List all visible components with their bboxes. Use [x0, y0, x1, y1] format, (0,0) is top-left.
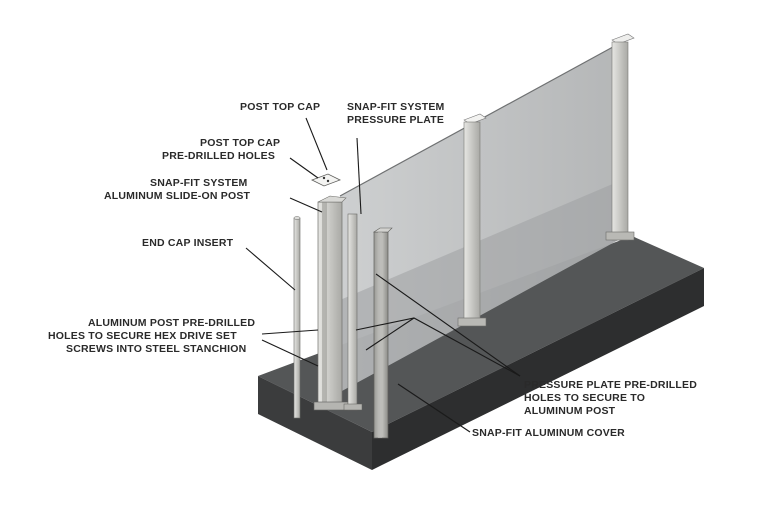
post-top-cap — [311, 173, 341, 187]
rear-post-middle — [457, 113, 487, 327]
concrete-base-top — [258, 236, 704, 432]
label-end-cap-insert: END CAP INSERT — [142, 237, 234, 249]
label-aluminum-post-holes: ALUMINUM POST PRE-DRILLED HOLES TO SECUR… — [48, 317, 258, 355]
concrete-base-front — [258, 376, 372, 470]
rear-post-far — [605, 33, 635, 241]
leader-lines — [245, 117, 521, 433]
label-post-top-cap: POST TOP CAP — [240, 101, 320, 113]
label-post-top-cap-holes: POST TOP CAP PRE-DRILLED HOLES — [162, 137, 283, 162]
label-snap-fit-cover: SNAP-FIT ALUMINUM COVER — [472, 427, 625, 439]
concrete-base-side — [372, 268, 704, 470]
label-snap-fit-pressure-plate: SNAP-FIT SYSTEM PRESSURE PLATE — [347, 101, 448, 126]
aluminum-slide-on-post — [313, 195, 349, 411]
label-pressure-plate-holes: PRESSURE PLATE PRE-DRILLED HOLES TO SECU… — [524, 379, 700, 417]
end-cap-insert — [293, 216, 301, 419]
concrete-base — [258, 236, 704, 470]
label-snap-fit-slide-on-post: SNAP-FIT SYSTEM ALUMINUM SLIDE-ON POST — [104, 177, 251, 202]
pressure-plate — [343, 213, 363, 411]
